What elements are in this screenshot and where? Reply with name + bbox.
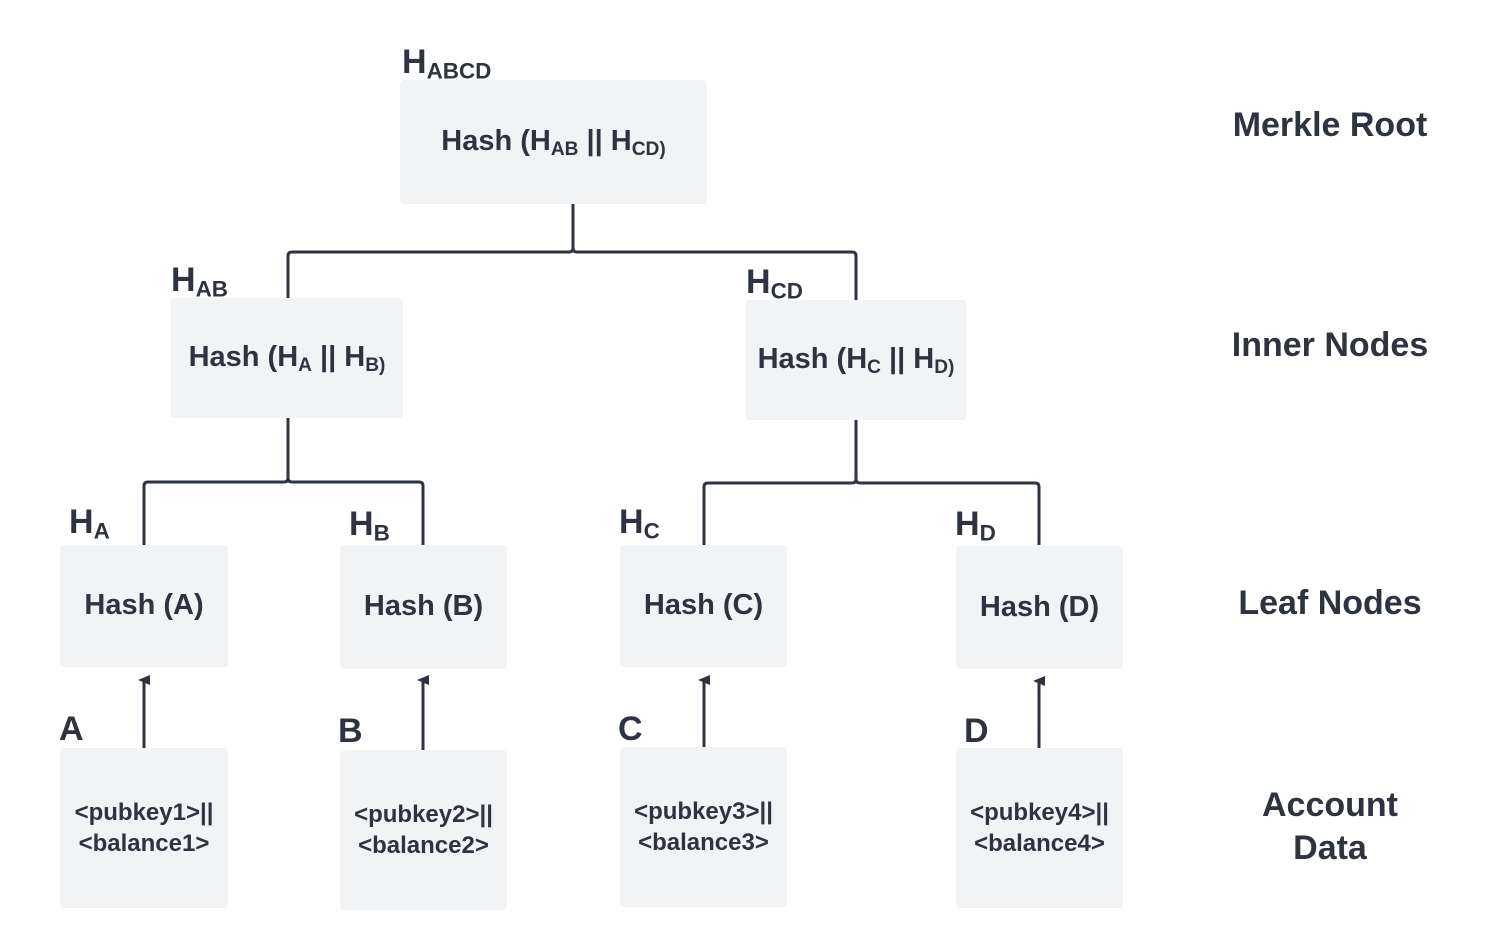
root-content-sub1: AB	[550, 138, 579, 160]
account-c-letter: C	[618, 710, 643, 748]
inner-ab-content: Hash (HA || HB)	[188, 341, 386, 376]
root-content-sub2: CD)	[631, 138, 666, 160]
account-data-d: <pubkey4>|| <balance4>	[956, 748, 1123, 908]
leaf-b-content: Hash (B)	[363, 590, 484, 623]
inner-cd-label-sub: CD	[770, 278, 803, 304]
leaf-d-label-main: H	[955, 505, 980, 543]
account-a-line2: <balance1>	[78, 830, 210, 857]
inner-ab-content-sub2: B)	[365, 354, 386, 376]
account-b-line1: <pubkey2>||	[354, 800, 493, 828]
leaf-b-hash-label: HB	[349, 505, 390, 544]
leaf-a-hash-label: HA	[69, 503, 110, 542]
leaf-d-content: Hash (D)	[979, 590, 1100, 623]
account-a-line1: <pubkey1>||	[74, 798, 214, 826]
inner-cd-content-prefix: Hash (H	[757, 343, 868, 376]
leaf-c-label-main: H	[619, 503, 644, 541]
inner-cd-content: Hash (HC || HD)	[757, 343, 955, 378]
account-d-line2: <balance4>	[974, 830, 1105, 857]
level-label-account-line2: Data	[1293, 828, 1367, 867]
leaf-c-label-sub: C	[643, 518, 660, 544]
leaf-d-label-sub: D	[979, 520, 996, 546]
account-b-letter: B	[338, 712, 363, 750]
inner-ab-content-sub1: A	[298, 354, 312, 376]
level-label-leaf-nodes: Leaf Nodes	[1238, 584, 1422, 622]
account-b-line2: <balance2>	[358, 832, 489, 859]
leaf-c-hash-label: HC	[619, 503, 660, 542]
level-label-account-data: Account Data	[1180, 784, 1480, 869]
root-content-mid: || H	[578, 125, 632, 158]
inner-node-cd: Hash (HC || HD)	[746, 300, 966, 420]
inner-node-ab: Hash (HA || HB)	[171, 298, 403, 418]
leaf-node-d: Hash (D)	[956, 546, 1123, 669]
account-data-c: <pubkey3>|| <balance3>	[620, 747, 787, 907]
inner-ab-content-mid: || H	[311, 341, 366, 374]
connector-inner-ab-to-leaves	[142, 418, 425, 545]
leaf-a-content: Hash (A)	[84, 589, 204, 622]
inner-cd-hash-label: HCD	[746, 263, 803, 302]
level-label-account-line1: Account	[1262, 786, 1398, 824]
inner-cd-label-main: H	[746, 263, 771, 301]
leaf-a-label-main: H	[69, 503, 94, 541]
leaf-b-label-main: H	[349, 505, 374, 543]
leaf-node-b: Hash (B)	[340, 545, 507, 669]
root-hash-label: HABCD	[402, 43, 491, 82]
leaf-node-a: Hash (A)	[60, 545, 228, 667]
root-hash-label-sub: ABCD	[426, 58, 492, 84]
account-c-line1: <pubkey3>||	[634, 797, 773, 825]
root-node-content: Hash (HAB || HCD)	[441, 125, 666, 160]
connector-root-to-inner	[286, 204, 858, 300]
account-d-line1: <pubkey4>||	[970, 798, 1109, 826]
leaf-c-content: Hash (C)	[643, 589, 764, 622]
connector-inner-cd-to-leaves	[702, 420, 1041, 545]
root-node: Hash (HAB || HCD)	[400, 80, 707, 204]
account-data-a: <pubkey1>|| <balance1>	[60, 748, 228, 908]
inner-ab-hash-label: HAB	[171, 261, 228, 300]
inner-cd-content-sub1: C	[867, 356, 881, 378]
leaf-a-label-sub: A	[93, 518, 110, 544]
inner-ab-label-sub: AB	[195, 276, 228, 302]
inner-ab-content-prefix: Hash (H	[188, 341, 299, 374]
level-label-inner-nodes: Inner Nodes	[1231, 326, 1429, 364]
account-a-letter: A	[59, 710, 84, 748]
leaf-node-c: Hash (C)	[620, 545, 787, 667]
inner-cd-content-sub2: D)	[934, 356, 955, 378]
root-content-prefix: Hash (H	[441, 125, 551, 158]
inner-cd-content-mid: || H	[880, 343, 935, 376]
account-data-b: <pubkey2>|| <balance2>	[340, 750, 507, 910]
level-label-merkle-root: Merkle Root	[1232, 106, 1428, 144]
account-d-letter: D	[964, 712, 989, 750]
account-c-line2: <balance3>	[638, 829, 769, 856]
inner-ab-label-main: H	[171, 261, 196, 299]
leaf-b-label-sub: B	[373, 520, 390, 546]
root-hash-label-main: H	[402, 43, 427, 81]
leaf-d-hash-label: HD	[955, 505, 996, 544]
